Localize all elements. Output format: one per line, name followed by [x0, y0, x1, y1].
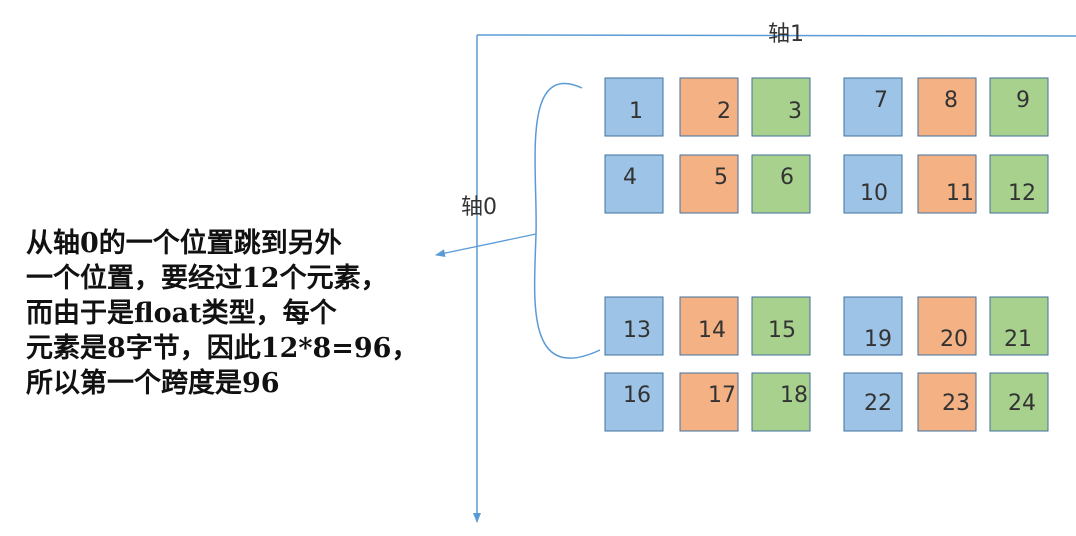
element-cell: [751, 77, 811, 137]
element-cell: [989, 77, 1049, 137]
element-cell-label: 11: [946, 181, 974, 206]
element-cell-label: 2: [717, 99, 731, 124]
element-cell: [751, 154, 811, 214]
element-cell-label: 3: [788, 99, 802, 124]
element-cell: [917, 372, 977, 432]
element-cell: [751, 372, 811, 432]
element-cell-label: 5: [714, 165, 728, 190]
element-cell-label: 6: [780, 165, 794, 190]
element-cell-label: 20: [940, 327, 968, 352]
element-cell-label: 15: [768, 318, 796, 343]
element-cell-label: 14: [698, 318, 726, 343]
element-cell: [604, 296, 664, 356]
axis0-brace: [533, 82, 601, 359]
element-cell-label: 18: [780, 383, 808, 408]
element-cell: [917, 154, 977, 214]
element-cell: [679, 372, 739, 432]
element-cell-label: 23: [942, 391, 970, 416]
element-cell-label: 24: [1008, 391, 1036, 416]
element-cell: [604, 372, 664, 432]
element-cell: [843, 372, 903, 432]
element-cell: [679, 154, 739, 214]
element-cell-label: 9: [1016, 88, 1030, 113]
stride-explanation-note: 从轴0的一个位置跳到另外 一个位置，要经过12个元素， 而由于是float类型，…: [26, 228, 419, 399]
element-cell-label: 12: [1008, 181, 1036, 206]
element-cell-label: 1: [629, 99, 643, 124]
element-cell-label: 16: [623, 383, 651, 408]
element-cell-label: 21: [1004, 327, 1032, 352]
element-cell: [917, 296, 977, 356]
element-cell: [917, 77, 977, 137]
stride-arrow: [435, 233, 537, 258]
element-cell-label: 13: [623, 318, 651, 343]
element-cell-label: 19: [864, 327, 892, 352]
element-cell: [989, 154, 1049, 214]
axis1-label: 轴1: [768, 22, 804, 47]
element-cell-label: 10: [860, 181, 888, 206]
element-cell: [843, 296, 903, 356]
element-cell: [989, 372, 1049, 432]
element-cell-label: 17: [708, 383, 736, 408]
element-cell-label: 4: [623, 165, 637, 190]
element-cell: [604, 77, 664, 137]
element-cell: [679, 77, 739, 137]
element-cell: [751, 296, 811, 356]
element-cell: [843, 77, 903, 137]
element-cell: [604, 154, 664, 214]
element-cell: [679, 296, 739, 356]
element-cell-label: 22: [864, 391, 892, 416]
element-cell-label: 7: [874, 88, 888, 113]
element-cell: [989, 296, 1049, 356]
axis0-label: 轴0: [461, 195, 497, 220]
element-cell: [843, 154, 903, 214]
axis1-line: [476, 34, 1076, 37]
element-cell-label: 8: [944, 88, 958, 113]
